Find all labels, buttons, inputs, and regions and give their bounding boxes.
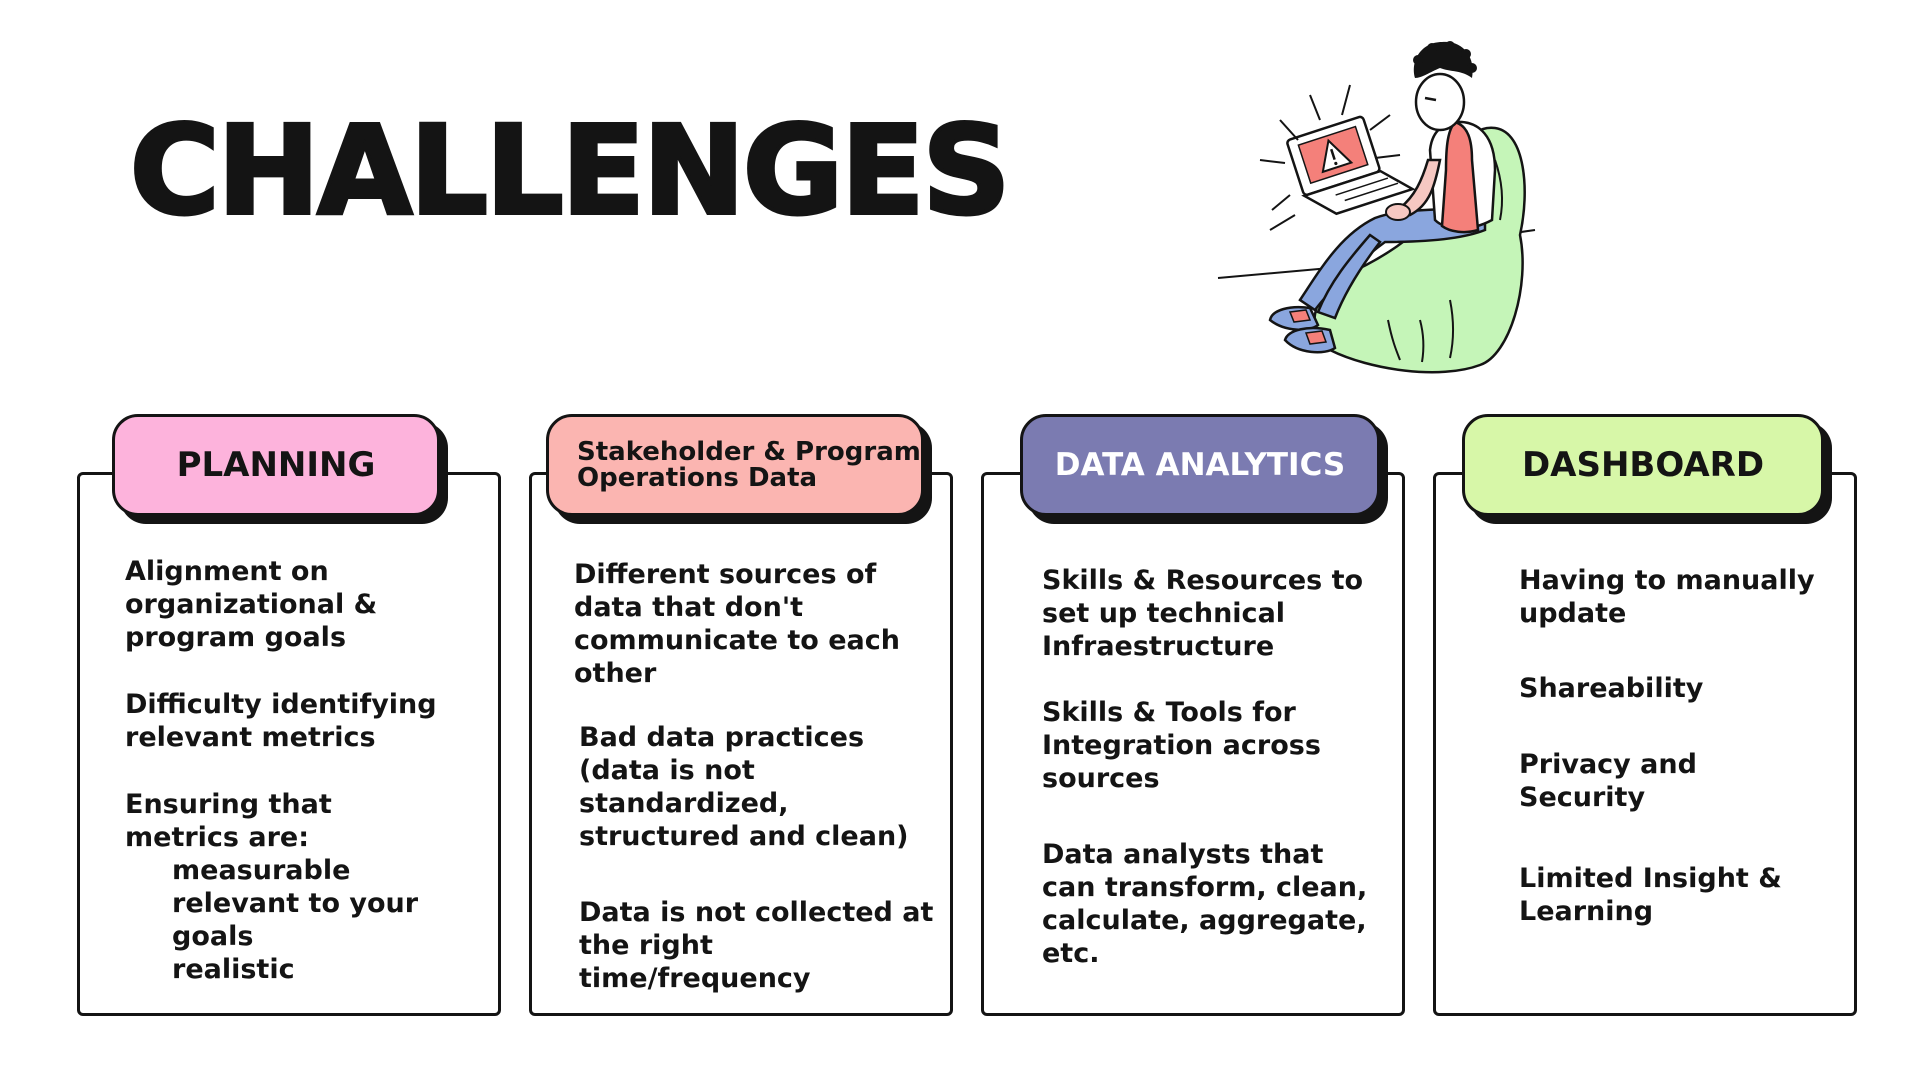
analytics-tab: DATA ANALYTICS bbox=[1020, 414, 1380, 516]
stakeholder-card bbox=[529, 472, 953, 1016]
dashboard-item: Shareability bbox=[1519, 673, 1704, 704]
analytics-heading: DATA ANALYTICS bbox=[1054, 447, 1346, 483]
dashboard-item: Privacy and Security bbox=[1519, 749, 1697, 813]
planning-subitem: measurable bbox=[172, 855, 351, 886]
analytics-item: Skills & Resources to set up technical I… bbox=[1042, 565, 1364, 662]
planning-subitem: realistic bbox=[172, 954, 295, 985]
stakeholder-item: Bad data practices (data is not standard… bbox=[579, 722, 909, 852]
planning-card bbox=[77, 472, 501, 1016]
dashboard-card bbox=[1433, 472, 1857, 1016]
analytics-item: Skills & Tools for Integration across so… bbox=[1042, 697, 1321, 794]
stakeholder-tab: Stakeholder & Program Operations Data bbox=[546, 414, 924, 516]
dashboard-heading: DASHBOARD bbox=[1521, 445, 1765, 485]
planning-item: Ensuring that metrics are: bbox=[125, 789, 332, 853]
dashboard-item: Having to manually update bbox=[1519, 565, 1815, 629]
analytics-item: Data analysts that can transform, clean,… bbox=[1042, 839, 1368, 969]
stakeholder-item: Data is not collected at the right time/… bbox=[579, 897, 934, 994]
stakeholder-heading-line2: Operations Data bbox=[577, 463, 818, 493]
stakeholder-heading-line1: Stakeholder & Program bbox=[577, 437, 921, 467]
planning-item: Difficulty identifying relevant metrics bbox=[125, 689, 437, 753]
planning-item: Alignment on organizational & program go… bbox=[125, 556, 378, 653]
planning-subitem: relevant to your goals bbox=[172, 888, 419, 952]
stakeholder-item: Different sources of data that don't com… bbox=[574, 559, 900, 689]
planning-tab: PLANNING bbox=[112, 414, 440, 516]
dashboard-item: Limited Insight & Learning bbox=[1519, 863, 1782, 927]
planning-heading: PLANNING bbox=[176, 445, 376, 485]
dashboard-tab: DASHBOARD bbox=[1462, 414, 1824, 516]
page-title: CHALLENGES bbox=[128, 100, 1012, 242]
person-laptop-warning-illustration bbox=[1217, 41, 1536, 374]
